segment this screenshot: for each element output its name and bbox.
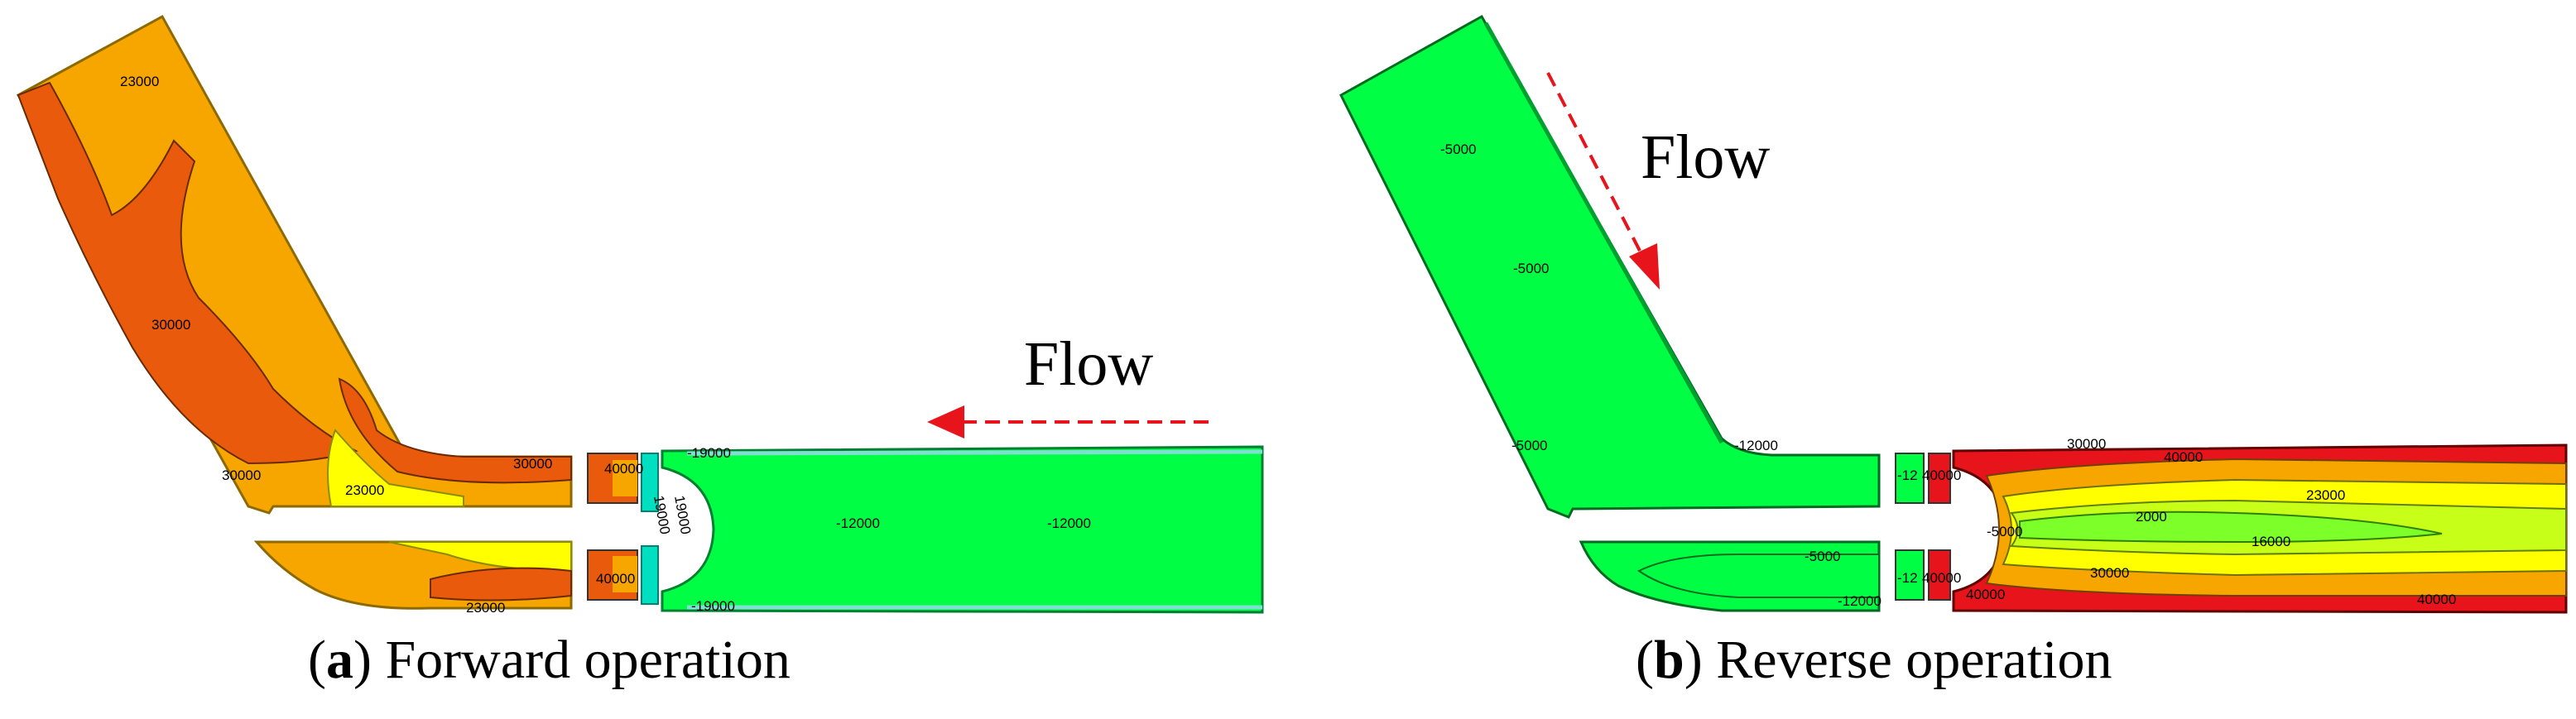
panel-a-contour-label: 30000 (151, 317, 190, 333)
panel-a-lower-dark (430, 567, 572, 602)
panel-a-contour-label: 40000 (604, 461, 643, 477)
panel-a-high-region-2 (338, 377, 572, 484)
panel-b-upper-branch (1339, 14, 1881, 519)
panel-b-lower-inner (1637, 554, 1880, 598)
panel-a-low-region (327, 429, 464, 507)
panel-a-contour-label: 23000 (466, 600, 505, 616)
panel-b-contour-label: -12000 (1734, 438, 1778, 453)
panel-b-contour-label: 30000 (2067, 436, 2106, 452)
caption-b-text: Reverse operation (1716, 630, 2112, 690)
panel-b-contour-label: 40000 (1922, 467, 1961, 483)
panel-b-contour-label: 23000 (2306, 487, 2345, 503)
panel-a: Flow 23000 30000 30000 23000 30000 40000… (16, 14, 1264, 616)
panel-a-contour-label: -12000 (836, 515, 880, 531)
panel-b-flow-arrow-head (1629, 243, 1660, 290)
caption-b: (b) Reverse operation (1636, 630, 2112, 690)
panel-b-contour-label: 2000 (2136, 509, 2167, 525)
panel-a-flow-arrow-head (927, 405, 964, 439)
panel-a-contour-label: 19000 (671, 494, 694, 535)
panel-b-slot-bottom (1895, 549, 1925, 601)
panel-b-contour-label: 16000 (2252, 534, 2290, 549)
panel-b-contour-label: -12 (1897, 467, 1918, 483)
panel-a-contour-label: -19000 (691, 598, 735, 614)
caption-a-text: Forward operation (385, 630, 791, 690)
panel-a-contour-label: 23000 (345, 482, 384, 498)
panel-a-contour-label: 19000 (651, 494, 673, 535)
panel-b-contour-label: -5000 (1440, 141, 1476, 157)
panel-a-contour-label: -12000 (1047, 515, 1091, 531)
caption-a-letter: a (325, 630, 353, 690)
panel-b-contour-label: 40000 (1966, 587, 2005, 602)
panel-a-ring-bottom (641, 545, 659, 605)
panel-a-ring-top (641, 453, 659, 512)
panel-a-high-region-1 (17, 81, 358, 465)
panel-a-contour-label: 40000 (596, 571, 635, 587)
panel-b-edge (1483, 22, 1724, 444)
panel-b-contour-label: 40000 (1922, 570, 1961, 586)
panel-b-contour-label: 40000 (2417, 592, 2456, 607)
panel-b-red-bottom (1928, 549, 1951, 601)
panel-b-contour-label: -5000 (1987, 524, 2022, 539)
caption-b-letter: b (1653, 630, 1684, 690)
panel-a-contour-label: -19000 (687, 445, 731, 461)
panel-a-contour-label: 30000 (513, 456, 552, 472)
panel-a-flow-label: Flow (1024, 329, 1153, 399)
panel-b-contour-label: -5000 (1513, 261, 1549, 276)
panel-a-contour-label: 30000 (222, 467, 261, 483)
panel-a-pipe-edge (686, 449, 1263, 610)
caption-a: (a) Forward operation (308, 630, 791, 690)
panel-a-slot-top-mid (613, 460, 637, 496)
panel-b-band-green (2019, 510, 2443, 544)
panel-b-flow-arrow-shaft (1546, 72, 1642, 253)
panel-b-contour-label: -5000 (1511, 438, 1547, 453)
panel-b-contour-label: -5000 (1805, 549, 1840, 564)
panel-b-flow-label: Flow (1641, 122, 1770, 192)
panel-a-contour-label: 23000 (120, 74, 159, 89)
panel-a-pipe (661, 445, 1264, 614)
panel-a-slot-bottom-mid (613, 556, 637, 592)
panel-b-red-top (1928, 453, 1951, 504)
panel-b: Flow -5000 -5000 -5000 -12000 -12 40000 … (1339, 14, 2568, 614)
panel-b-slot-top (1895, 453, 1925, 504)
panel-b-contour-label: -12 (1897, 570, 1918, 586)
panel-b-contour-label: -12000 (1838, 593, 1882, 609)
panel-b-contour-label: 40000 (2164, 449, 2203, 465)
panel-b-contour-label: 30000 (2090, 565, 2129, 581)
